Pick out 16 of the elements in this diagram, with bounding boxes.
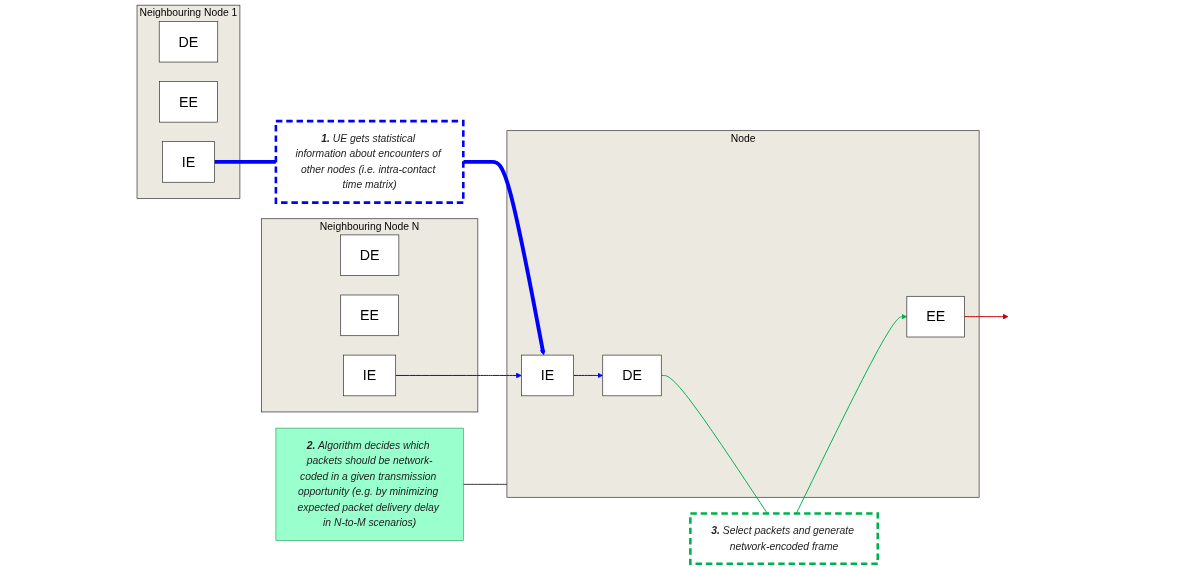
node-box: EE <box>906 295 965 338</box>
node-box: 1. UE gets statistical information about encounters of other nodes (i.e. intra-contact time matrix) <box>274 119 465 204</box>
node-box: IE <box>162 141 215 183</box>
node-box: 2. Algorithm decides which packets should be network-coded in a given transmission opportunity (e.g. by minimizing expected packet delivery delay in N-to-M scenarios) <box>275 427 464 541</box>
connector <box>462 483 508 485</box>
node-box: IE <box>343 354 397 397</box>
arrow <box>463 159 546 356</box>
node-box: DE <box>602 354 662 397</box>
node-box: DE <box>158 21 219 63</box>
node-box: EE <box>159 81 218 123</box>
connector <box>214 159 276 164</box>
node-box: 3. Select packets and generate network-encoded frame <box>689 512 880 566</box>
node-box: EE <box>340 294 399 337</box>
node-box: IE <box>521 354 574 397</box>
connector <box>660 374 768 514</box>
node-box: DE <box>340 234 400 276</box>
